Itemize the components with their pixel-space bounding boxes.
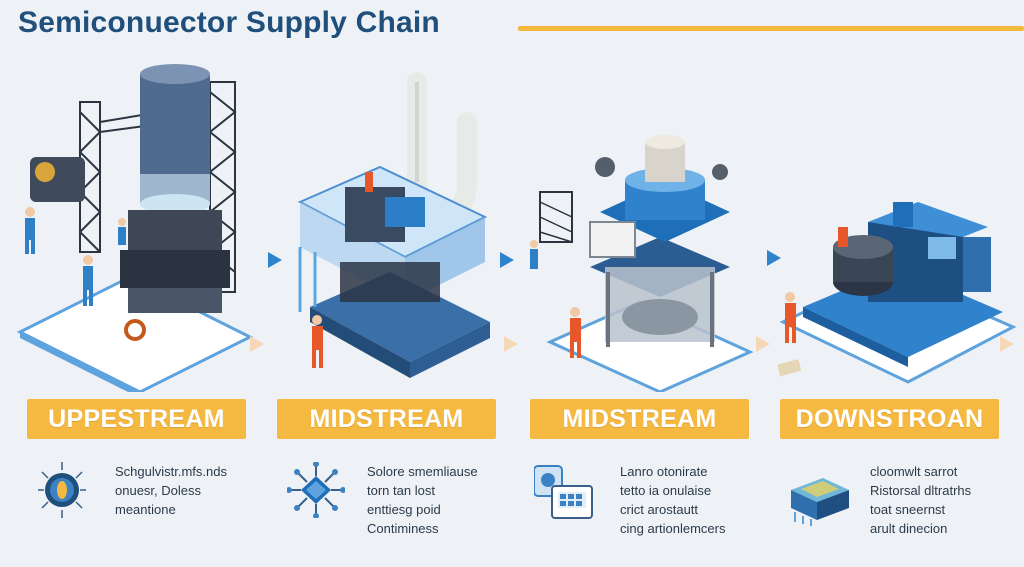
description-line: onuesr, Doless	[115, 483, 201, 498]
description-line: cloomwlt sarrot	[870, 464, 958, 479]
stage-band-midstream-2: MIDSTREAM	[530, 399, 749, 439]
stage-description-downstream: cloomwlt sarrot Ristorsal dltratrhs toat…	[870, 462, 1024, 538]
lab-instrument-icon	[534, 465, 593, 519]
flow-arrow-faint-icon	[756, 336, 770, 352]
midstream-illustration-1	[297, 72, 490, 378]
title-rule	[518, 26, 1024, 31]
page-title: Semiconuector Supply Chain	[18, 6, 440, 39]
flow-arrow-faint-icon	[250, 336, 264, 352]
description-line: Contiminess	[367, 521, 439, 536]
stage-description-midstream-2: Lanro otonirate tetto ia onulaise crict …	[620, 462, 780, 538]
stage-label: DOWNSTROAN	[795, 404, 984, 433]
midstream-illustration-2	[530, 135, 754, 392]
description-line: Solore smemliause	[367, 464, 478, 479]
description-line: tetto ia onulaise	[620, 483, 712, 498]
description-line: torn tan lost	[367, 483, 435, 498]
stage-label: UPPESTREAM	[48, 404, 225, 433]
flow-arrow-icon	[767, 250, 781, 266]
flow-arrow-faint-icon	[1000, 336, 1014, 352]
description-line: crict arostautt	[620, 502, 699, 517]
stage-description-midstream-1: Solore smemliause torn tan lost enttiesg…	[367, 462, 527, 538]
flow-arrow-faint-icon	[504, 336, 518, 352]
description-line: cing artionlemcers	[620, 521, 726, 536]
stage-label: MIDSTREAM	[562, 404, 717, 433]
description-line: arult dinecion	[870, 521, 948, 536]
description-line: Lanro otonirate	[620, 464, 708, 479]
stage-label: MIDSTREAM	[309, 404, 464, 433]
stage-description-upstream: Schgulvistr.mfs.nds onuesr, Doless meant…	[115, 462, 275, 519]
flow-arrow-icon	[500, 252, 514, 268]
silicon-wafer-icon	[38, 462, 86, 518]
package-module-icon	[791, 478, 849, 526]
microchip-icon	[287, 462, 345, 518]
upstream-illustration	[16, 64, 254, 392]
stage-band-midstream-1: MIDSTREAM	[277, 399, 496, 439]
description-line: Ristorsal dltratrhs	[870, 483, 972, 498]
description-line: meantione	[115, 502, 176, 517]
stage-band-downstream: DOWNSTROAN	[780, 399, 999, 439]
description-line: toat sneernst	[870, 502, 946, 517]
description-line: enttiesg poid	[367, 502, 441, 517]
flow-arrow-icon	[268, 252, 282, 268]
stage-band-upstream: UPPESTREAM	[27, 399, 246, 439]
description-line: Schgulvistr.mfs.nds	[115, 464, 227, 479]
downstream-illustration	[778, 202, 1017, 384]
